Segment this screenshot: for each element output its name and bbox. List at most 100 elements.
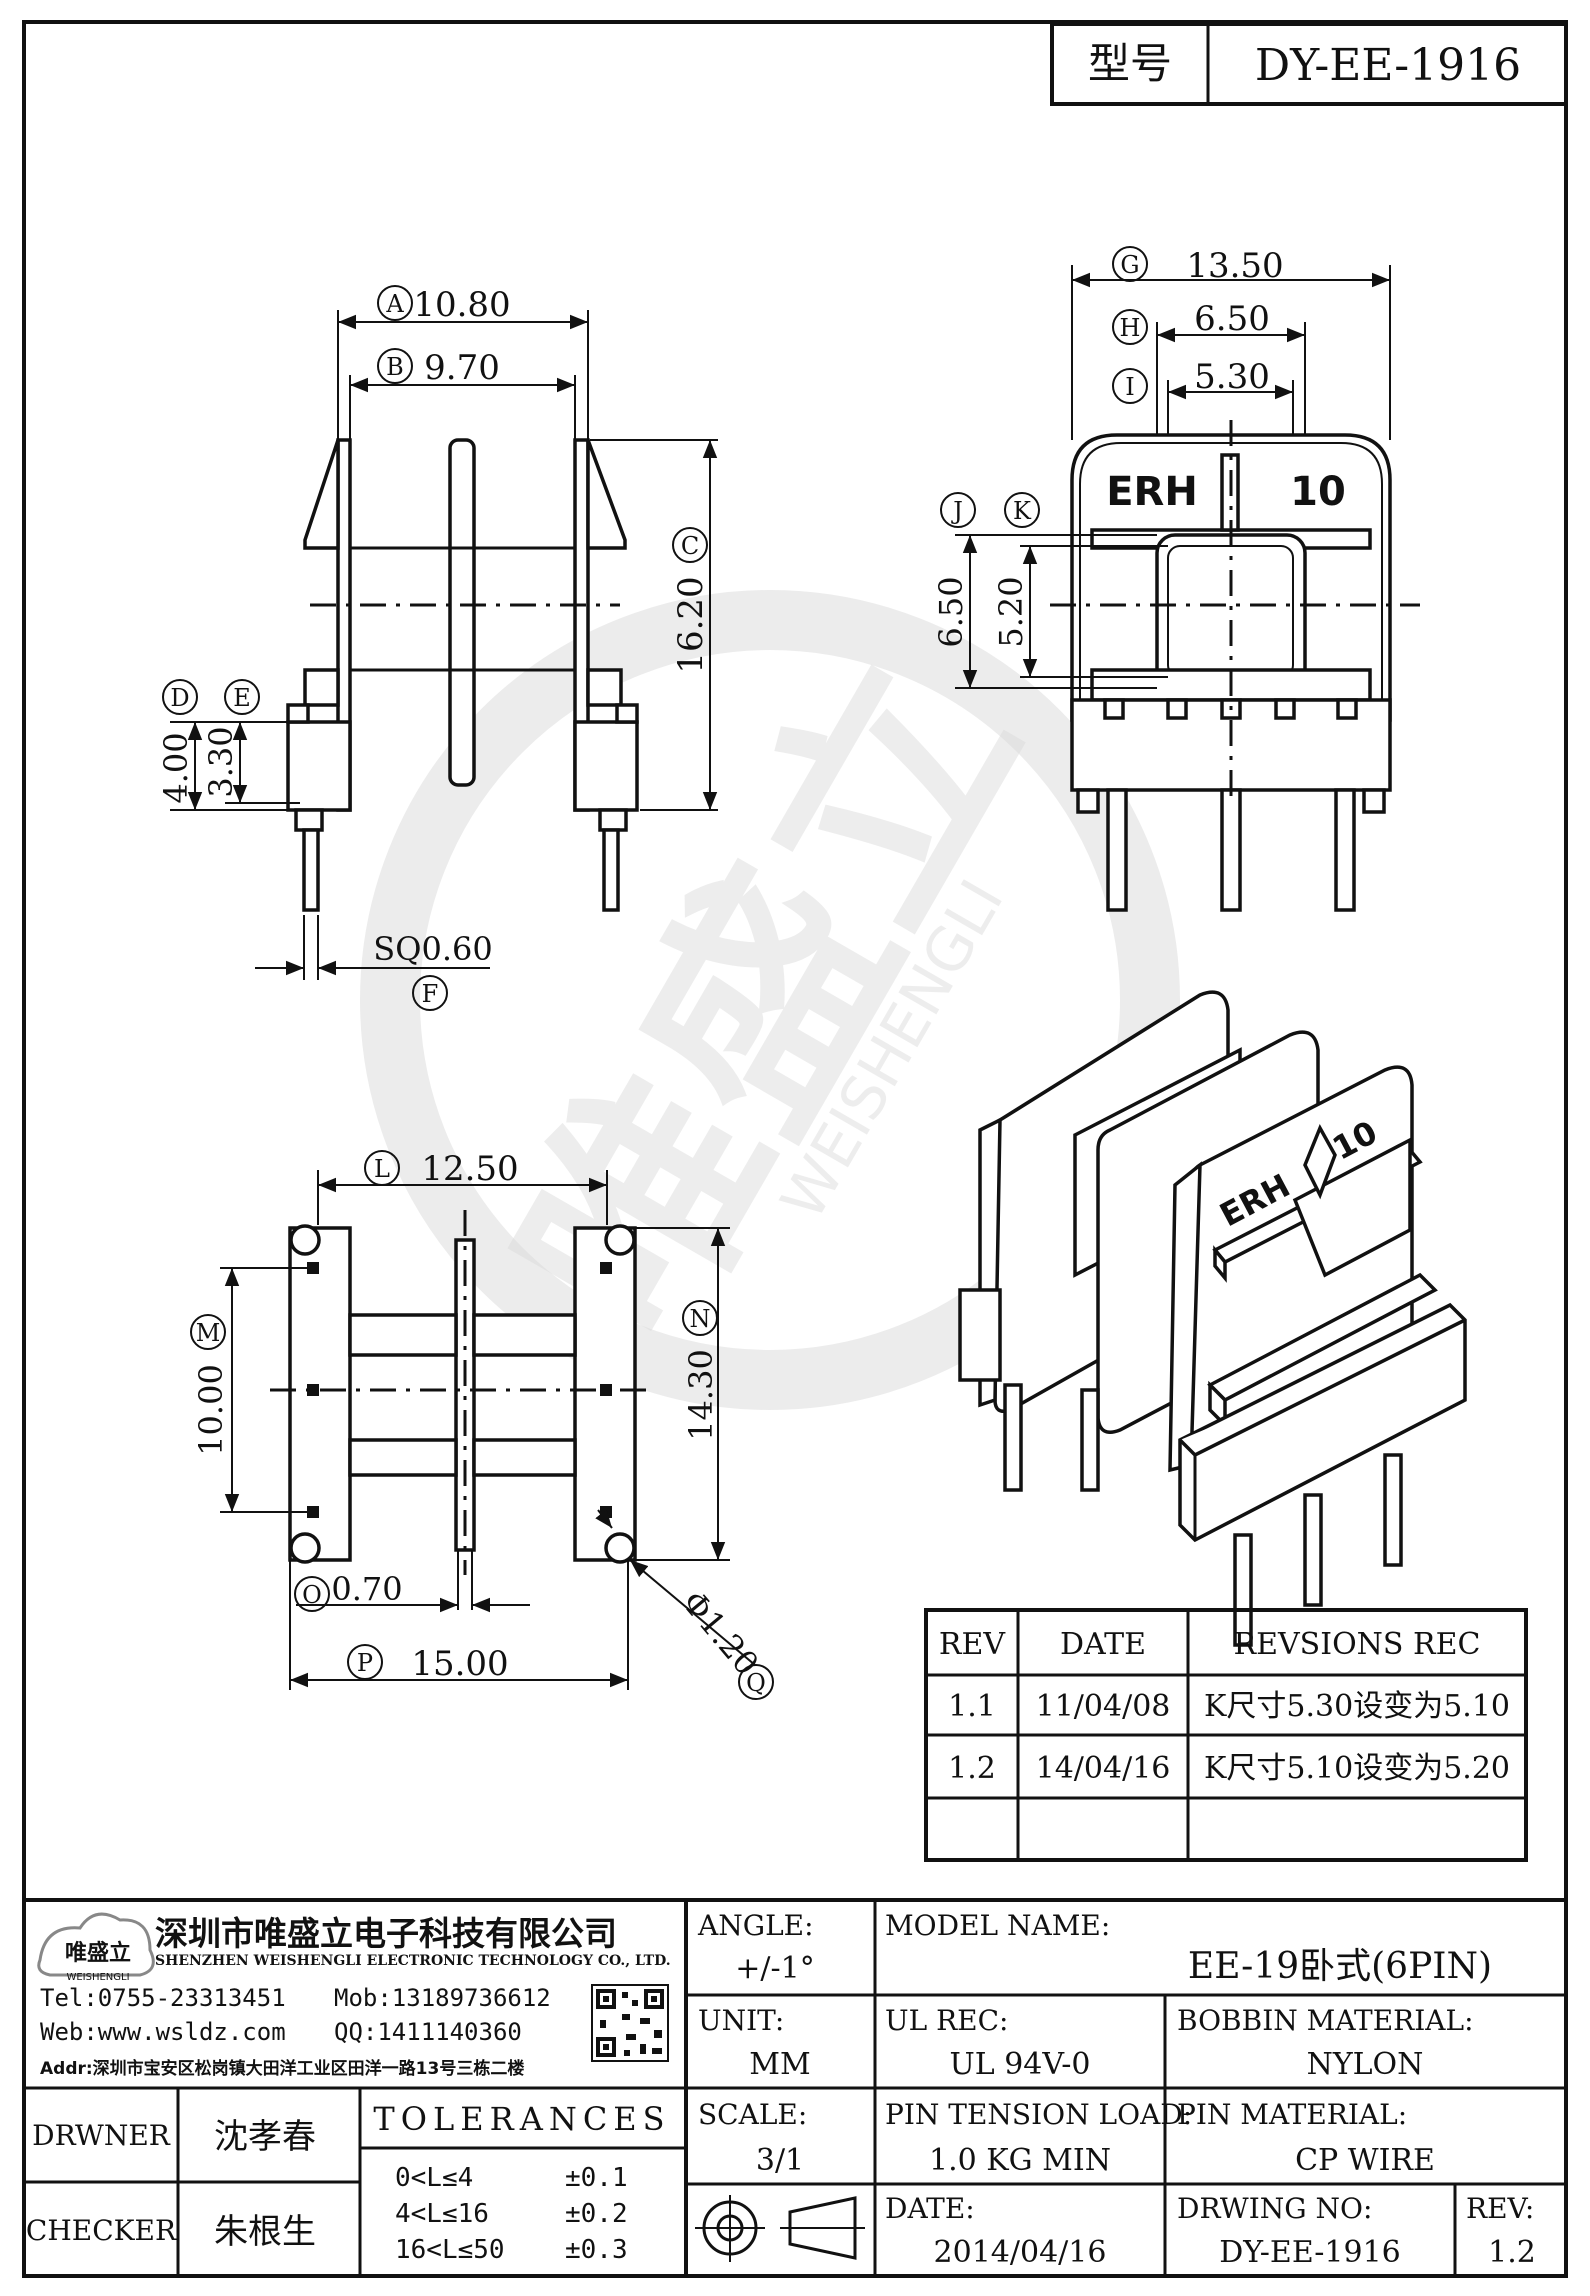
rev-value: 1.2 [1488,2235,1536,2270]
qr-code [591,1984,669,2062]
rev-header-rec: REVSIONS REC [1234,1627,1481,1662]
date-label: DATE: [885,2192,975,2225]
tolerance-value: ±0.1 [565,2163,628,2193]
dim-m-value: 10.00 [192,1364,230,1456]
dim-l-letter: L [374,1155,390,1183]
rev-row-rev: 1.1 [948,1689,996,1724]
dim-b-value: 9.70 [424,348,500,388]
dim-g-value: 13.50 [1186,246,1283,286]
dim-h-value: 6.50 [1194,299,1270,339]
dim-a-value: 10.80 [413,285,510,325]
model-box-value: DY-EE-1916 [1255,40,1521,91]
dim-q-value: Φ1.20 [675,1583,767,1682]
rev-label: REV: [1466,2192,1534,2225]
company-tel: Tel:0755-23313451 [40,1984,286,2012]
angle-value: +/-1° [735,1951,814,1986]
dim-g-letter: G [1120,251,1139,279]
dim-k-value: 5.20 [992,576,1030,647]
dim-l-value: 12.50 [421,1149,518,1189]
drawer-label: DRWNER [32,2119,171,2152]
dim-m-letter: M [196,1319,221,1347]
unit-label: UNIT: [698,2004,784,2037]
dim-i-letter: I [1125,373,1134,401]
dim-d-value: 4.00 [157,732,195,803]
scale-value: 3/1 [756,2143,804,2178]
bobbin-material-label: BOBBIN MATERIAL: [1177,2004,1474,2037]
projection-symbol-icon [695,2195,865,2262]
company-qq: QQ:1411140360 [334,2018,522,2046]
dim-b-letter: B [386,353,404,381]
rev-row-rec: K尺寸5.30设变为5.10 [1204,1689,1510,1724]
dim-j-value: 6.50 [932,576,970,647]
revision-table: REV DATE REVSIONS REC 1.1 11/04/08 K尺寸5.… [924,1608,1528,1862]
tolerance-value: ±0.2 [565,2199,628,2229]
pin-material-value: CP WIRE [1295,2143,1435,2178]
company-logo-text: 唯盛立 [65,1940,131,1966]
company-mob: Mob:13189736612 [334,1984,551,2012]
title-block: 唯盛立 WEISHENGLI 深圳市唯盛立电子科技有限公司 SHENZHEN W… [24,1898,1566,2276]
rev-header-date: DATE [1060,1627,1146,1662]
dim-p-letter: P [357,1649,373,1677]
dim-n-letter: N [690,1305,711,1333]
company-addr: Addr:深圳市宝安区松岗镇大田洋工业区田洋一路13号三栋二楼 [40,2058,524,2079]
dim-f-letter: F [422,980,439,1008]
company-logo-sub: WEISHENGLI [66,1972,129,1983]
unit-value: MM [749,2047,810,2082]
checker-label: CHECKER [26,2214,177,2247]
ul-rec-value: UL 94V-0 [949,2047,1090,2082]
isometric-view: ERH 10 [958,990,1467,1647]
dim-e-value: 3.30 [202,726,240,797]
company-web: Web:www.wsldz.com [40,2018,286,2046]
dim-n-value: 14.30 [682,1349,720,1441]
drawing-no-value: DY-EE-1916 [1219,2235,1401,2270]
dim-k-letter: K [1013,497,1032,525]
dim-o-letter: O [302,1581,322,1609]
front-view: A 10.80 B 9.70 C 16.20 D 4.00 E 3.30 SQ0… [157,285,718,1011]
company-name-cn: 深圳市唯盛立电子科技有限公司 [155,1914,617,1953]
date-value: 2014/04/16 [934,2235,1107,2270]
tolerance-range: 16<L≤50 [395,2235,505,2265]
ul-rec-label: UL REC: [885,2004,1008,2037]
model-box: 型号 DY-EE-1916 [1050,22,1568,106]
tolerances-title: TOLERANCES [373,2100,670,2138]
side-marking-number: 10 [1290,469,1346,515]
dim-c-letter: C [681,532,699,560]
drawing-no-label: DRWING NO: [1177,2192,1372,2225]
rev-header-rev: REV [939,1627,1006,1662]
dim-i-value: 5.30 [1194,357,1270,397]
side-view: ERH 10 G 13.50 H 6.50 I 5.30 [932,246,1420,912]
model-name-value: EE-19卧式(6PIN) [1188,1946,1492,1987]
pin-tension-label: PIN TENSION LOAD: [885,2098,1192,2131]
company-name-en: SHENZHEN WEISHENGLI ELECTRONIC TECHNOLOG… [155,1953,671,1969]
model-box-label: 型号 [1088,39,1172,88]
pin-tension-value: 1.0 KG MIN [929,2143,1111,2178]
tolerance-range: 0<L≤4 [395,2163,473,2193]
rev-row-rec: K尺寸5.10设变为5.20 [1204,1751,1510,1786]
tolerance-value: ±0.3 [565,2235,628,2265]
dim-c-value: 16.20 [671,576,711,673]
side-marking-brand: ERH [1106,469,1198,515]
dim-a-letter: A [385,290,404,318]
dim-j-letter: J [950,497,963,525]
model-name-label: MODEL NAME: [885,1909,1110,1942]
sheet-border [22,20,1568,2278]
dim-p-value: 15.00 [411,1644,508,1684]
dim-f-value: SQ0.60 [373,930,492,968]
tolerance-range: 4<L≤16 [395,2199,489,2229]
dim-o-value: 0.70 [331,1570,402,1608]
dim-h-letter: H [1120,314,1141,342]
dim-e-letter: E [233,684,251,712]
drawer-name: 沈孝春 [214,2117,316,2157]
dim-d-letter: D [170,684,189,712]
rev-row-date: 14/04/16 [1036,1751,1171,1786]
bobbin-material-value: NYLON [1307,2047,1424,2082]
rev-row-rev: 1.2 [948,1751,996,1786]
checker-name: 朱根生 [214,2212,316,2252]
rev-row-date: 11/04/08 [1036,1689,1171,1724]
dim-q-letter: Q [746,1669,766,1697]
scale-label: SCALE: [698,2098,807,2131]
angle-label: ANGLE: [697,1909,814,1942]
pin-material-label: PIN MATERIAL: [1177,2098,1407,2131]
company-logo: 唯盛立 WEISHENGLI [37,1912,155,1983]
